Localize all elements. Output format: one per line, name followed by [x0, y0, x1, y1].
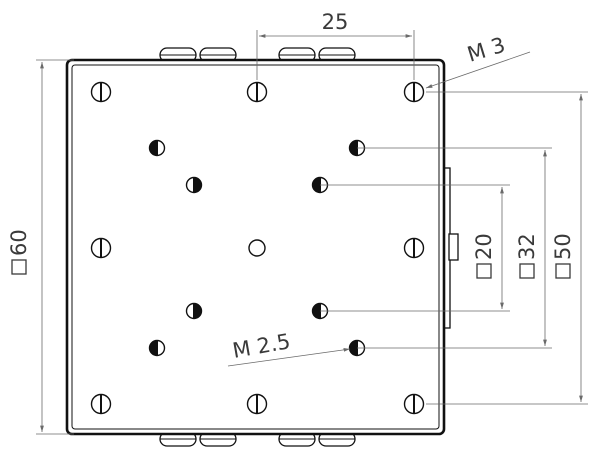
tapped-hole-7	[148, 339, 166, 357]
dimension-label-25: 25	[322, 10, 349, 34]
dimension-label-60: 60	[7, 229, 31, 256]
square-dimension-icon	[555, 263, 571, 279]
screw-top-center	[246, 81, 268, 103]
square-dimension-icon	[519, 263, 535, 279]
outer-screws	[90, 81, 425, 415]
knob-bottom-1	[159, 431, 197, 447]
dimension-label-50: 50	[551, 233, 575, 260]
top-knobs	[159, 47, 356, 63]
dimension-square-50: 50	[426, 91, 588, 405]
dimension-label-32: 32	[515, 233, 539, 260]
screw-bottom-center	[246, 393, 268, 415]
dimension-square-60: 60	[7, 59, 74, 435]
knob-top-3	[278, 47, 316, 63]
stage-plate-inner-edge	[71, 64, 440, 430]
dimension-label-20: 20	[472, 233, 496, 260]
tapped-hole-2	[348, 139, 366, 157]
dimension-square-32: 32	[357, 147, 552, 349]
tapped-hole-1	[148, 139, 166, 157]
dimension-square-20: 20	[320, 184, 510, 312]
screw-bottom-right	[403, 393, 425, 415]
tapped-holes	[148, 139, 366, 357]
screw-mid-right	[403, 237, 425, 259]
center-hole	[248, 239, 266, 257]
knob-bottom-2	[199, 431, 237, 447]
square-dimension-icon	[11, 259, 27, 275]
dimension-pitch-top: 25	[256, 10, 415, 80]
screw-mid-left	[90, 237, 112, 259]
square-dimension-icon	[476, 263, 492, 279]
bottom-knobs	[159, 431, 356, 447]
tapped-hole-3	[185, 176, 203, 194]
knob-top-1	[159, 47, 197, 63]
screw-top-left	[90, 81, 112, 103]
screw-top-right	[403, 81, 425, 103]
tapped-hole-5	[185, 302, 203, 320]
screw-bottom-left	[90, 393, 112, 415]
